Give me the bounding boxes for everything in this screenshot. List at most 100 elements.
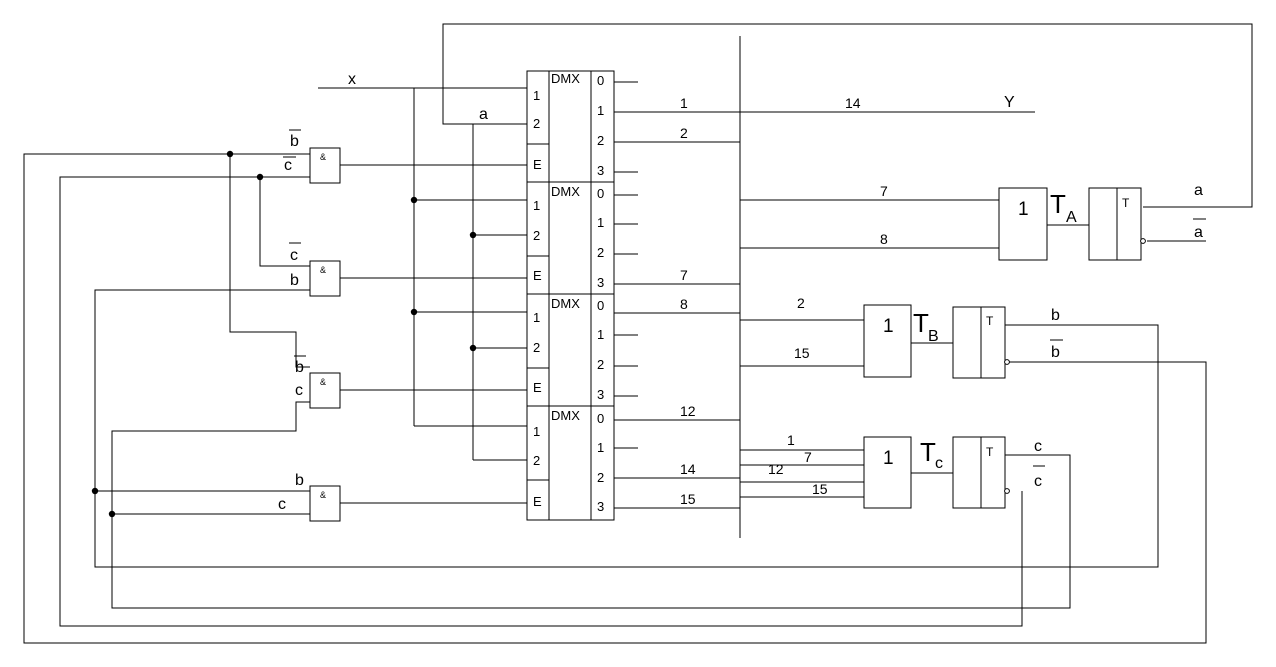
svg-text:2: 2 [597, 357, 604, 372]
svg-text:14: 14 [845, 95, 861, 111]
svg-text:12: 12 [680, 403, 696, 419]
svg-text:8: 8 [880, 231, 888, 247]
flipflop-c: T [952, 436, 1010, 509]
and-gate-1: & [309, 147, 341, 184]
svg-text:2: 2 [533, 228, 540, 243]
svg-text:2: 2 [533, 116, 540, 131]
svg-text:b: b [1051, 344, 1060, 361]
svg-text:12: 12 [768, 461, 784, 477]
demux-4: DMX 1 2 E 0 1 2 3 [526, 405, 615, 521]
svg-text:1: 1 [533, 198, 540, 213]
svg-text:DMX: DMX [551, 408, 580, 423]
label-b-2: b [290, 272, 299, 289]
svg-text:7: 7 [804, 449, 812, 465]
svg-text:T: T [920, 437, 936, 467]
svg-text:T: T [986, 314, 994, 328]
svg-text:1: 1 [597, 215, 604, 230]
label-c-bar-1: c [284, 157, 292, 174]
svg-text:15: 15 [794, 345, 810, 361]
svg-text:A: A [1066, 209, 1077, 226]
ff-output-labels: a a b b c c [1033, 182, 1206, 490]
svg-text:E: E [533, 380, 542, 395]
svg-text:3: 3 [597, 275, 604, 290]
svg-text:2: 2 [597, 470, 604, 485]
svg-text:1: 1 [883, 316, 894, 337]
label-c-4: c [278, 496, 286, 513]
label-b-bar-1: b [290, 133, 299, 150]
svg-text:0: 0 [597, 186, 604, 201]
svg-text:1: 1 [883, 448, 894, 469]
and-input-labels: b c c b b c b c [278, 129, 306, 513]
label-c-3: c [295, 382, 303, 399]
and-gate-2: & [309, 260, 341, 297]
svg-text:E: E [533, 268, 542, 283]
input-a-label: a [479, 106, 488, 123]
svg-text:&: & [320, 265, 326, 275]
svg-text:2: 2 [797, 295, 805, 311]
svg-text:1: 1 [533, 424, 540, 439]
svg-text:2: 2 [533, 340, 540, 355]
and-gate-3: & [309, 372, 341, 409]
svg-text:&: & [320, 152, 326, 162]
label-b-bar-3: b [295, 359, 304, 376]
wires [23, 23, 1253, 644]
svg-text:0: 0 [597, 73, 604, 88]
svg-text:1: 1 [787, 432, 795, 448]
svg-text:3: 3 [597, 163, 604, 178]
svg-text:0: 0 [597, 411, 604, 426]
svg-text:3: 3 [597, 387, 604, 402]
svg-text:7: 7 [680, 267, 688, 283]
flipflop-b: T [952, 306, 1010, 379]
svg-text:T: T [1050, 189, 1066, 219]
demux-1: DMX 1 2 E 0 1 2 3 [526, 70, 615, 183]
svg-text:2: 2 [533, 453, 540, 468]
svg-text:1: 1 [1018, 199, 1029, 220]
svg-text:1: 1 [597, 440, 604, 455]
svg-text:0: 0 [597, 298, 604, 313]
svg-text:T: T [913, 308, 929, 338]
svg-text:T: T [1122, 196, 1130, 210]
svg-text:1: 1 [597, 103, 604, 118]
svg-text:E: E [533, 494, 542, 509]
svg-text:c: c [935, 455, 943, 472]
svg-text:1: 1 [597, 327, 604, 342]
svg-text:1: 1 [533, 88, 540, 103]
svg-text:T: T [986, 445, 994, 459]
svg-text:2: 2 [597, 245, 604, 260]
or-gate-a: 1 [998, 187, 1048, 261]
demux-2: DMX 1 2 E 0 1 2 3 [526, 181, 615, 295]
svg-text:c: c [1034, 438, 1042, 455]
svg-text:1: 1 [680, 95, 688, 111]
flipflop-a: T [1088, 187, 1146, 261]
or-gate-c: 1 [863, 436, 912, 509]
and-gate-4: & [309, 485, 341, 522]
svg-text:B: B [928, 328, 939, 345]
svg-text:1: 1 [533, 310, 540, 325]
svg-text:15: 15 [680, 491, 696, 507]
bus-labels: 1 2 7 8 12 14 15 14 7 8 2 15 1 7 12 15 [680, 95, 888, 507]
svg-text:E: E [533, 157, 542, 172]
svg-text:DMX: DMX [551, 71, 580, 86]
svg-text:2: 2 [680, 125, 688, 141]
input-x-label: x [348, 71, 356, 88]
or-gate-b: 1 [863, 304, 912, 378]
svg-text:DMX: DMX [551, 184, 580, 199]
svg-text:b: b [1051, 307, 1060, 324]
label-c-bar-2: c [290, 247, 298, 264]
svg-text:&: & [320, 490, 326, 500]
output-y-label: Y [1004, 94, 1015, 111]
svg-text:2: 2 [597, 133, 604, 148]
svg-text:a: a [1194, 182, 1203, 199]
svg-text:8: 8 [680, 296, 688, 312]
svg-text:DMX: DMX [551, 296, 580, 311]
junctions [91, 150, 477, 518]
svg-text:c: c [1034, 473, 1042, 490]
svg-text:14: 14 [680, 461, 696, 477]
svg-text:3: 3 [597, 499, 604, 514]
demux-3: DMX 1 2 E 0 1 2 3 [526, 293, 615, 407]
label-b-4: b [295, 472, 304, 489]
svg-text:a: a [1194, 224, 1203, 241]
svg-text:&: & [320, 377, 326, 387]
t-labels: T A T B T c [913, 189, 1077, 472]
